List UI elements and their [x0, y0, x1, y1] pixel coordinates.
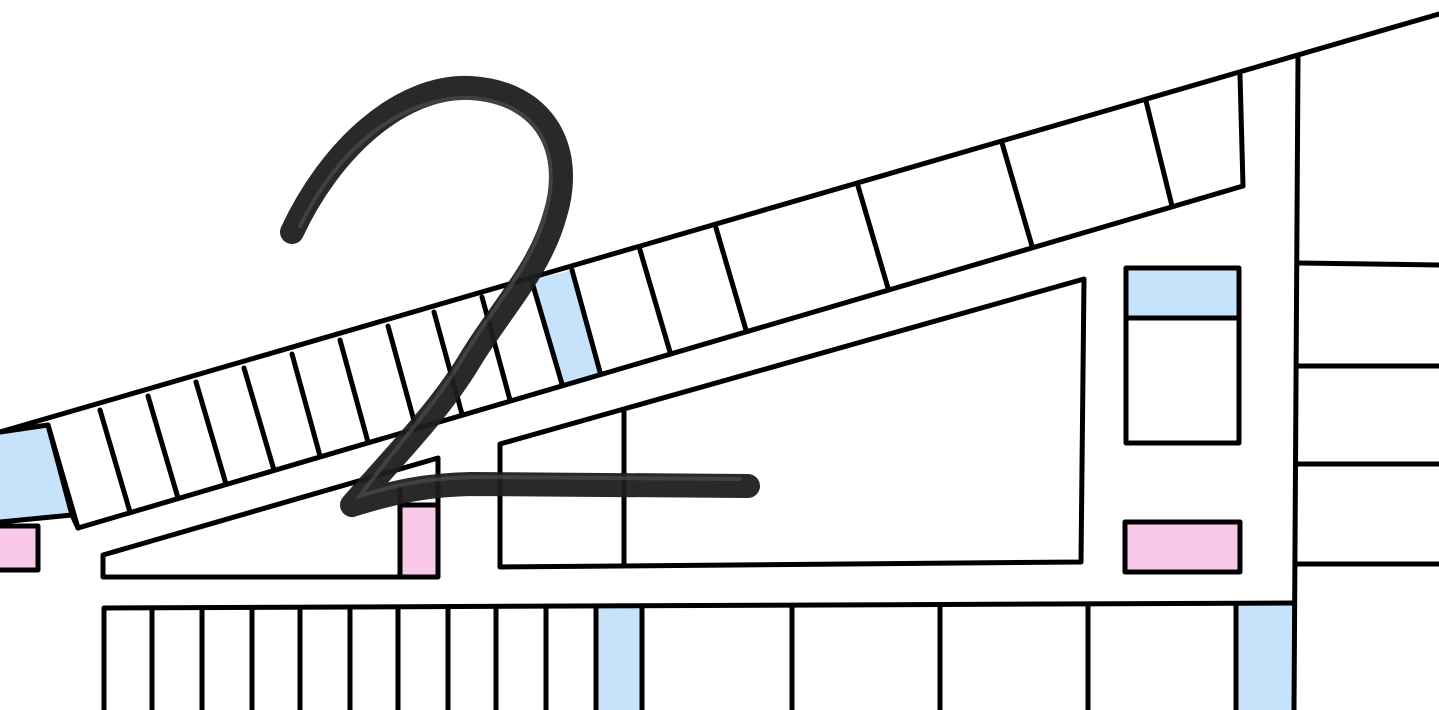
central-block-outline: [497, 276, 1087, 570]
bottom-row-top-wall: [101, 600, 1297, 710]
pink-marker-center: [400, 505, 436, 575]
pink-marker-left: [0, 526, 38, 570]
upper-divider: [637, 247, 673, 355]
right-rooms: [1122, 265, 1243, 575]
upper-unit-row: [0, 72, 1246, 531]
small-triangle-outline: [100, 455, 441, 580]
right-pink-room: [1122, 519, 1243, 575]
floor-number-brush-texture: [298, 95, 742, 500]
upper-divider: [289, 351, 323, 459]
right-square-room: [1123, 265, 1242, 446]
upper-divider: [97, 407, 133, 515]
upper-divider: [1143, 98, 1175, 209]
blue-marker-room: [1126, 268, 1239, 318]
outer-wall-top: [0, 11, 1439, 435]
upper-divider: [45, 422, 81, 531]
unit-bottom-14-fill: [1236, 604, 1292, 710]
upper-divider: [529, 279, 565, 387]
unit-bottom-10-fill: [596, 608, 642, 710]
upper-divider: [241, 365, 277, 473]
upper-divider: [145, 393, 181, 501]
floor-number-label: 2: [0, 0, 1, 1]
upper-divider: [337, 337, 371, 445]
upper-divider: [385, 323, 419, 431]
bottom-unit-row: [101, 600, 1297, 710]
floor-number-brush: [280, 75, 760, 517]
highlight-fills: [0, 268, 1292, 710]
right-column-divider: [1295, 260, 1439, 268]
upper-divider: [569, 267, 603, 375]
unit-upper-10-fill: [532, 270, 600, 383]
right-divider-wall: [1291, 55, 1301, 710]
floor-number-stroke: [280, 75, 760, 517]
right-unit-column: [1293, 260, 1439, 567]
left-pink-room: [0, 523, 41, 573]
upper-divider: [713, 225, 749, 333]
upper-divider: [855, 183, 891, 291]
upper-divider: [999, 140, 1035, 249]
upper-divider: [193, 379, 229, 487]
pink-marker-right: [1125, 522, 1240, 572]
